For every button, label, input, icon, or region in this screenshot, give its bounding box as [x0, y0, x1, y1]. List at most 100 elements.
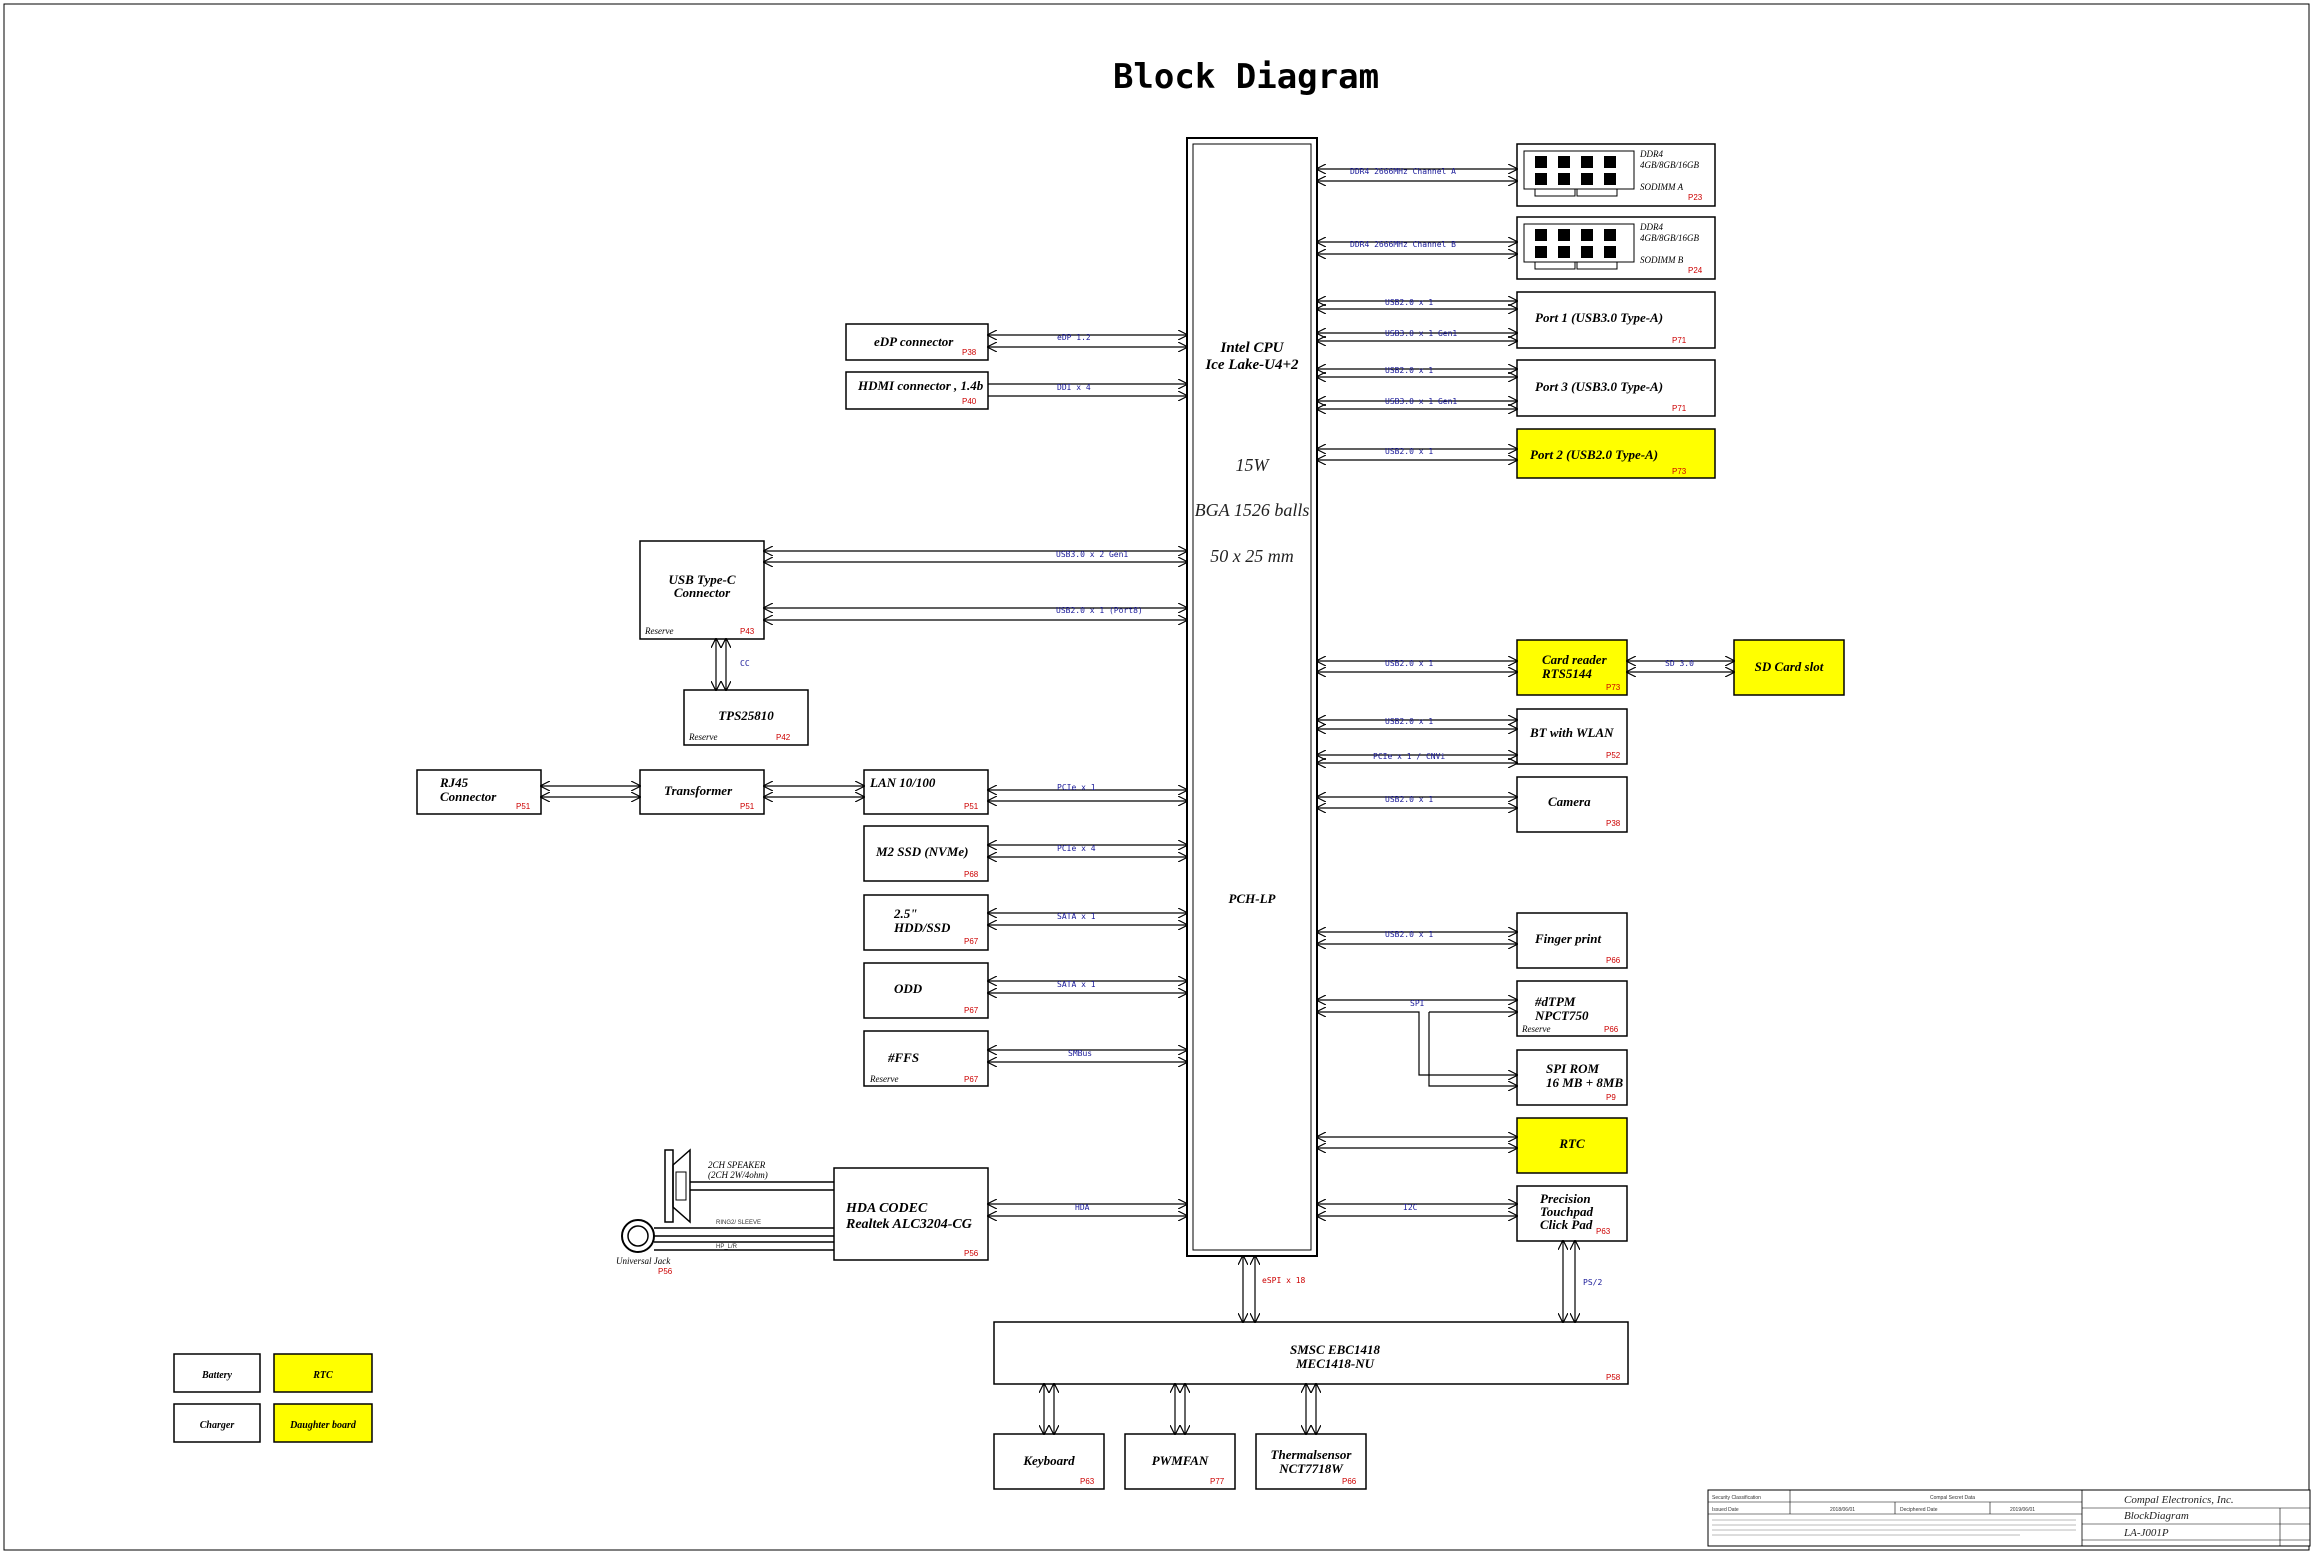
bus-edp: eDP 1.2	[1057, 333, 1091, 342]
touchpad-page: P63	[1596, 1227, 1611, 1236]
wlan-page: P52	[1606, 751, 1621, 760]
jack-ring-label: RING2/ SLEEVE	[716, 1220, 761, 1226]
dimm-a-type: DDR4	[1639, 149, 1663, 159]
bus-port1-usb2: USB2.0 x 1	[1385, 298, 1433, 307]
hdd-line1: 2.5"	[893, 906, 917, 921]
tb-fineprint-lines	[1712, 1519, 2076, 1536]
dimm-b-slot: SODIMM B	[1640, 255, 1684, 265]
odd-page: P67	[964, 1006, 979, 1015]
bus-card-reader: USB2.0 x 1	[1385, 659, 1433, 668]
camera-label: Camera	[1548, 794, 1591, 809]
usb-typec-line2: Connector	[674, 585, 731, 600]
pch-label: PCH-LP	[1229, 891, 1277, 906]
touchpad-line3: Click Pad	[1540, 1217, 1593, 1232]
keyboard-page: P63	[1080, 1477, 1095, 1486]
camera-page: P38	[1606, 819, 1621, 828]
cpu-package: BGA 1526 balls	[1195, 500, 1310, 520]
hdd-page: P67	[964, 937, 979, 946]
ffs-page: P67	[964, 1075, 979, 1084]
ffs-label: #FFS	[887, 1050, 919, 1065]
title-block: Security Classification Compal Secret Da…	[1707, 1489, 2311, 1547]
port2-label: Port 2 (USB2.0 Type-A)	[1530, 447, 1658, 462]
pwmfan-page: P77	[1210, 1477, 1225, 1486]
rj45-line2: Connector	[440, 789, 497, 804]
transformer-page: P51	[740, 802, 755, 811]
bus-wlan-pcie: PCIe x 1 / CNVi	[1373, 752, 1445, 761]
dimm-b-size: 4GB/8GB/16GB	[1640, 233, 1699, 243]
cpu-name-line1: Intel CPU	[1220, 340, 1285, 356]
edp-block: eDP connector P38	[845, 323, 989, 361]
fingerprint-block: Finger print P66	[1516, 912, 1628, 969]
bus-ddr-b: DDR4 2666MHz Channel B	[1350, 240, 1456, 249]
usb-typec-reserve: Reserve	[644, 626, 673, 636]
hdmi-page: P40	[962, 397, 977, 406]
dimm-b-page: P24	[1688, 266, 1703, 275]
cpu-power: 15W	[1236, 455, 1271, 475]
wlan-label: BT with WLAN	[1529, 725, 1614, 740]
speaker-icon	[664, 1148, 691, 1224]
bus-odd-sata: SATA x 1	[1057, 980, 1096, 989]
dimm-b-type: DDR4	[1639, 222, 1663, 232]
bus-ddi: DDI x 4	[1057, 383, 1091, 392]
spi-rom-line2: 16 MB + 8MB	[1546, 1075, 1623, 1090]
sodimm-b-block: DDR4 4GB/8GB/16GB SODIMM B P24	[1516, 216, 1716, 280]
ffs-block: #FFS Reserve P67	[863, 1030, 989, 1087]
pwmfan-block: PWMFAN P77	[1124, 1433, 1236, 1490]
ec-line1: SMSC EBC1418	[1290, 1342, 1380, 1357]
bus-ddr-a: DDR4 2666MHz Channel A	[1350, 167, 1456, 176]
tpm-page: P66	[1604, 1025, 1619, 1034]
rtc-block: RTC	[1516, 1117, 1628, 1174]
spi-rom-block: SPI ROM 16 MB + 8MB P9	[1516, 1049, 1628, 1106]
legend-battery-box	[173, 1353, 261, 1393]
edp-page: P38	[962, 348, 977, 357]
jack-page: P56	[658, 1267, 673, 1276]
hdd-line2: HDD/SSD	[893, 920, 951, 935]
legend-daughter: Daughter board	[289, 1420, 357, 1431]
bus-hda: HDA	[1075, 1203, 1090, 1212]
spi-rom-page: P9	[1606, 1093, 1616, 1102]
usb-typec-block: USB Type-C Connector Reserve P43	[639, 540, 765, 640]
rj45-line1: RJ45	[439, 775, 469, 790]
tb-company: Compal Electronics, Inc.	[2124, 1494, 2234, 1506]
bus-wlan-usb: USB2.0 x 1	[1385, 717, 1433, 726]
bus-port1-usb3: USB3.0 x 1 Gen1	[1385, 329, 1457, 338]
tpm-line2: NPCT750	[1534, 1008, 1589, 1023]
sd-slot-block: SD Card slot	[1733, 639, 1845, 696]
legend-charger: Charger	[200, 1420, 235, 1431]
headphone-jack-icon	[621, 1219, 655, 1253]
tb-security-class: Security Classification	[1712, 1495, 1761, 1501]
port1-page: P71	[1672, 336, 1687, 345]
cpu-name-line2: Ice Lake-U4+2	[1204, 357, 1299, 373]
rtc-label: RTC	[1558, 1136, 1585, 1151]
tb-document: BlockDiagram	[2124, 1510, 2189, 1522]
speaker-line1: 2CH SPEAKER	[708, 1160, 766, 1170]
camera-block: Camera P38	[1516, 776, 1628, 833]
bus-finger: USB2.0 x 1	[1385, 930, 1433, 939]
rj45-page: P51	[516, 802, 531, 811]
odd-block: ODD P67	[863, 962, 989, 1019]
card-reader-block: Card reader RTS5144 P73	[1516, 639, 1628, 696]
bus-cc: CC	[740, 659, 750, 668]
jack-label: Universal Jack	[616, 1256, 671, 1266]
legend-battery: Battery	[201, 1370, 233, 1381]
bus-smbus: SMBus	[1068, 1049, 1092, 1058]
touchpad-line1: Precision	[1540, 1191, 1591, 1206]
hda-codec-line1: HDA CODEC	[845, 1201, 928, 1216]
dimm-a-page: P23	[1688, 193, 1703, 202]
bus-hdd-sata: SATA x 1	[1057, 912, 1096, 921]
tps-label: TPS25810	[718, 708, 774, 723]
lan-page: P51	[964, 802, 979, 811]
port3-block: Port 3 (USB3.0 Type-A) P71	[1516, 359, 1716, 417]
touchpad-block: Precision Touchpad Click Pad P63	[1516, 1185, 1628, 1242]
thermal-block: Thermalsensor NCT7718W P66	[1255, 1433, 1367, 1490]
diagram-title: Block Diagram	[1113, 57, 1379, 97]
bus-spi: SPI	[1410, 999, 1425, 1008]
connections	[541, 169, 1734, 1434]
usb-typec-page: P43	[740, 627, 755, 636]
spi-rom-line1: SPI ROM	[1546, 1061, 1600, 1076]
tps-block: TPS25810 Reserve P42	[683, 689, 809, 746]
port3-page: P71	[1672, 404, 1687, 413]
bus-typec-usb2: USB2.0 x 1 (Port8)	[1056, 606, 1143, 615]
pwmfan-label: PWMFAN	[1152, 1453, 1209, 1468]
legend-rtc-box	[273, 1353, 373, 1393]
